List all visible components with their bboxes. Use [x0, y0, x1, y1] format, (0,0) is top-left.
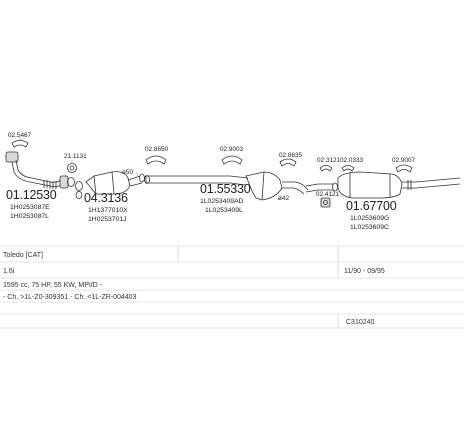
middle-silencer-part — [144, 171, 309, 201]
label-rear-oe2: 1L0253609C — [350, 224, 389, 231]
label-rear-number: 01.67700 — [346, 199, 397, 213]
label-catalyst-oe1: 1H1377010X — [88, 207, 128, 214]
application-table — [0, 245, 464, 329]
bracket-part — [11, 137, 29, 148]
label-hanger-02121: 02.3121 — [317, 157, 341, 164]
label-catalyst-oe2: 1H0253701J — [88, 216, 127, 223]
table-engine: 1.6i — [3, 268, 15, 275]
label-middle-number: 01.55330 — [200, 182, 251, 196]
table-model: Toledo [CAT] — [3, 252, 43, 259]
label-hanger-02850: 02.8650 — [145, 146, 169, 153]
label-front-pipe-oe1: 1H0253087E — [10, 204, 50, 211]
label-bracket-02567: 02.5467 — [8, 132, 32, 139]
table-code: C310240 — [346, 319, 375, 326]
label-diameter-50: ø50 — [122, 169, 133, 176]
label-middle-oe2: 1L0253409L — [205, 207, 243, 214]
front-pipe-part — [5, 151, 69, 189]
label-hanger-02835: 02.8635 — [279, 152, 303, 159]
rear-silencer-part — [305, 171, 461, 199]
label-rear-oe1: 1L0253609G — [350, 215, 389, 222]
hanger-part — [145, 155, 413, 208]
table-spec: 1595 cc, 75 HP, 55 KW, MPI/D - — [3, 282, 103, 289]
label-clamp-21131: 21.1131 — [64, 153, 87, 160]
label-diameter-42: ø42 — [278, 195, 289, 202]
label-hanger-02903: 02.9003 — [220, 146, 244, 153]
label-hanger-02907: 02.9007 — [392, 157, 416, 164]
gasket-part — [67, 177, 83, 199]
label-hanger-02033: 02.0333 — [340, 157, 364, 164]
table-chassis: - Ch. >1L-Z0-309351 - Ch. <1L-ZR-004403 — [3, 294, 137, 301]
clamp-part — [67, 160, 77, 173]
label-middle-oe1: 1L0253409AD — [200, 198, 244, 205]
catalytic-converter-part — [85, 171, 145, 195]
label-hanger-02412: 02.4121 — [316, 191, 340, 198]
label-front-pipe-oe2: 1H0253087L — [10, 213, 49, 220]
label-catalyst-number: 04.3136 — [84, 191, 128, 205]
label-front-pipe-number: 01.12530 — [6, 188, 57, 202]
table-date-range: 11/90 - 09/95 — [344, 268, 385, 275]
